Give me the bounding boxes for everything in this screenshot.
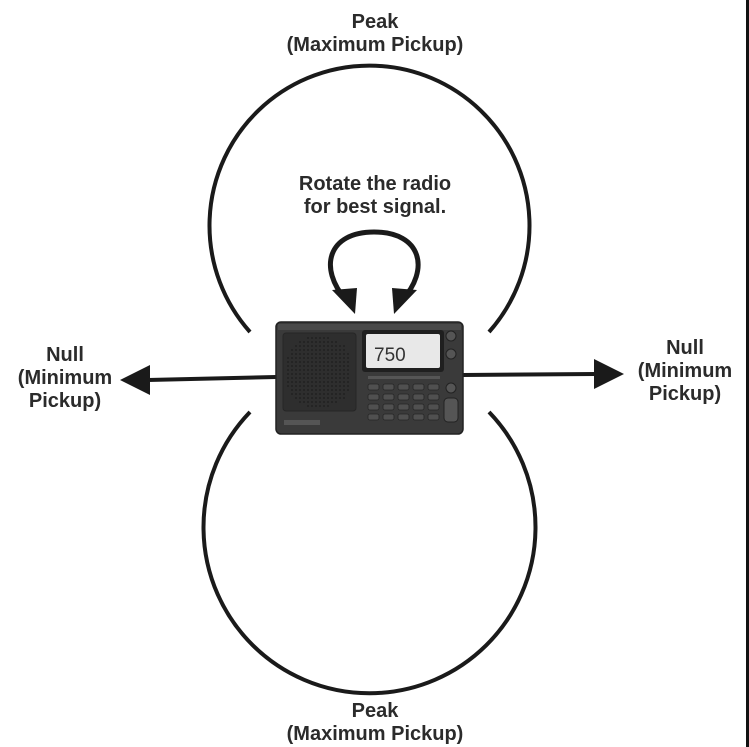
upper-lobe	[207, 63, 532, 334]
null-right-line1: Null	[666, 337, 704, 359]
peak-top-line1: Peak	[351, 11, 399, 33]
null-left-line2: (Minimum	[17, 367, 113, 389]
peak-top-label: Peak (Maximum Pickup)	[275, 11, 475, 57]
radio: 750	[275, 321, 464, 435]
null-left-line1: Null	[46, 344, 84, 366]
keypad	[367, 383, 440, 421]
page-edge	[746, 0, 749, 747]
peak-bottom-line2: (Maximum Pickup)	[286, 723, 464, 745]
display-screen	[366, 334, 440, 368]
speaker-grille	[282, 332, 357, 412]
null-arrowhead-right	[594, 359, 624, 389]
rotate-line1: Rotate the radio	[298, 173, 452, 195]
peak-top-line2: (Maximum Pickup)	[286, 34, 464, 56]
rotation-arrow	[328, 229, 421, 302]
null-left-label: Null (Minimum Pickup)	[5, 344, 125, 413]
lower-lobe	[201, 410, 538, 696]
null-arrow-right	[462, 372, 597, 377]
display-value: 750	[374, 345, 406, 366]
rotation-arrowhead-left	[332, 288, 357, 314]
null-right-label: Null (Minimum Pickup)	[625, 337, 745, 406]
rotate-line2: for best signal.	[303, 196, 447, 218]
peak-bottom-line1: Peak	[351, 700, 399, 722]
null-arrow-left	[147, 375, 277, 382]
rotation-arrowhead-right	[392, 288, 417, 314]
rotate-instruction: Rotate the radio for best signal.	[265, 173, 485, 219]
null-left-line3: Pickup)	[28, 390, 102, 412]
peak-bottom-label: Peak (Maximum Pickup)	[275, 700, 475, 746]
null-arrowhead-left	[120, 365, 150, 395]
speaker-dots	[287, 337, 349, 407]
null-right-line2: (Minimum	[637, 360, 733, 382]
null-right-line3: Pickup)	[648, 383, 722, 405]
